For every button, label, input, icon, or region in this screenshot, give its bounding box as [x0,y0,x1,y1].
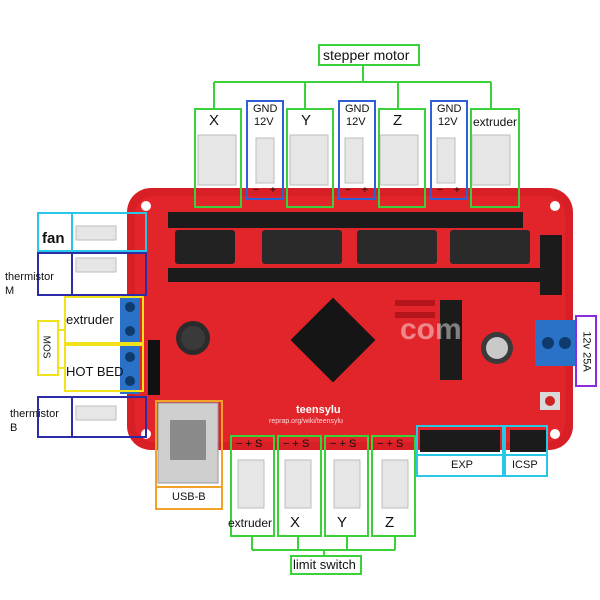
usb-label: USB-B [172,491,206,503]
limit-x-box [277,435,322,537]
plus-1-label: + [270,185,276,196]
power-2-box [338,100,376,200]
fan-label: fan [42,230,65,247]
motor-z-box [378,108,426,208]
limit-switch-label: limit switch [293,557,356,572]
stepper-motor-box [318,44,420,66]
power-input-label: 12v 25A [580,331,593,372]
board-url: reprap.org/wiki/teensylu [269,418,343,425]
power-3-box [430,100,468,200]
power-input-box [575,315,597,387]
thermistor-m-label: thermistor M [5,271,54,298]
limit-x-pins: − + S [283,438,310,450]
limit-switch-box [290,555,362,575]
minus-1-label: − [253,185,259,196]
motor-y-box [286,108,334,208]
icsp-label-cell [504,454,548,477]
limit-extruder-box [230,435,275,537]
limit-y-pins: − + S [330,438,357,450]
pcb-board [75,134,575,509]
motor-x-box [194,108,242,208]
extruder-left-label: extruder [66,312,114,327]
extruder-left-box [64,296,144,344]
icsp-label: ICSP [512,459,538,471]
mos-box [37,320,59,376]
board-brand: teensylu [296,404,341,416]
motor-z-label: Z [393,112,403,129]
motor-y-label: Y [301,112,312,129]
gnd-1-label: GND [253,103,278,115]
exp-label: EXP [451,459,474,471]
plus-2-label: + [362,185,368,196]
plus-3-label: + [454,185,460,196]
v12-3-label: 12V [438,116,458,128]
motor-x-label: X [209,112,220,129]
gnd-2-label: GND [345,103,370,115]
top-connector-lines [213,64,492,108]
hot-bed-box [64,344,144,392]
v12-1-label: 12V [254,116,274,128]
limit-extruder-label: extruder [228,516,273,530]
usb-label-cell [155,486,223,510]
limit-y-label: Y [337,514,348,531]
v12-2-label: 12V [346,116,366,128]
motor-extruder-label: extruder [473,115,518,129]
limit-x-label: X [290,514,301,531]
minus-3-label: − [437,185,443,196]
thermistor-b-label-cell [37,396,73,438]
limit-z-label: Z [385,514,395,531]
limit-z-pins: − + S [377,438,404,450]
motor-extruder-box [470,108,520,208]
stepper-motor-label: stepper motor [323,47,410,63]
limit-z-box [371,435,416,537]
board-watermark: com [400,313,462,346]
thermistor-m-label-cell [37,252,73,296]
limit-extruder-pins: − + S [236,438,263,450]
thermistor-b-label: thermistor B [10,408,59,435]
gnd-3-label: GND [437,103,462,115]
hot-bed-label: HOT BED [66,364,124,379]
limit-y-box [324,435,369,537]
minus-2-label: − [345,185,351,196]
bottom-connector-lines [251,537,396,555]
fan-label-cell [37,212,73,252]
power-1-box [246,100,284,200]
exp-label-cell [416,454,504,477]
